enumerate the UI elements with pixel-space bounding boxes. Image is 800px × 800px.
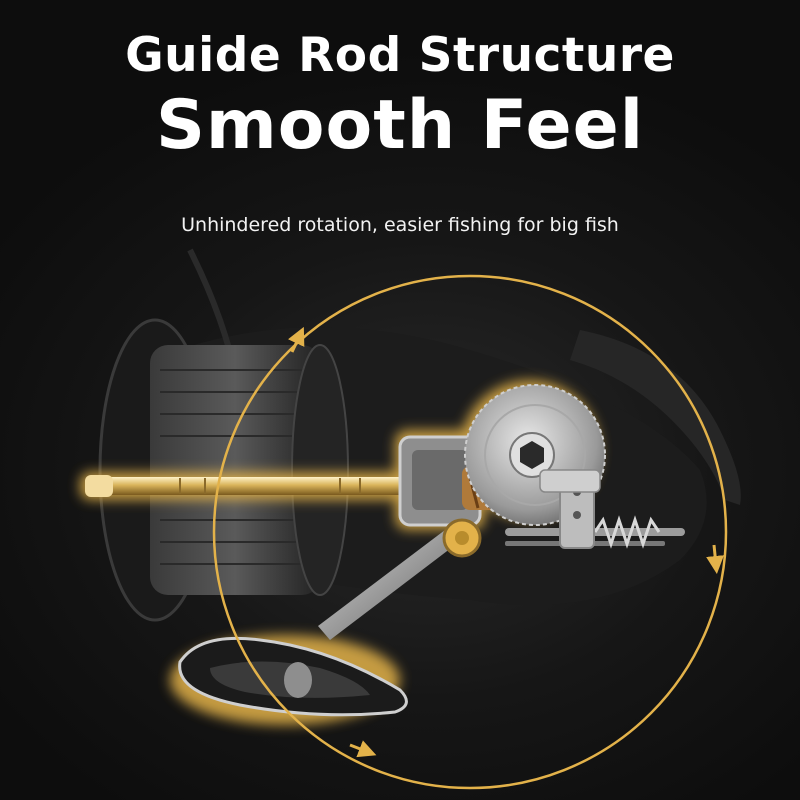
handle-knob [178,636,408,717]
page-title: Guide Rod Structure [125,28,675,83]
handle-arm [318,530,455,640]
rail-spring [593,515,661,549]
rotation-arrow-bottom [349,740,377,758]
reel-frame-arm [570,330,741,505]
hex-socket [520,441,544,469]
headline: Smooth Feel [155,86,645,165]
main-shaft [85,477,495,495]
subtitle: Unhindered rotation, easier fishing for … [181,214,619,236]
shaft-tip [85,475,113,497]
spool-line [150,345,320,595]
rotation-arrow-right [706,544,725,574]
spool-face [291,344,349,596]
rotation-path [212,274,728,790]
rotation-arrow-left [288,326,305,353]
spool-grooves [160,369,310,565]
